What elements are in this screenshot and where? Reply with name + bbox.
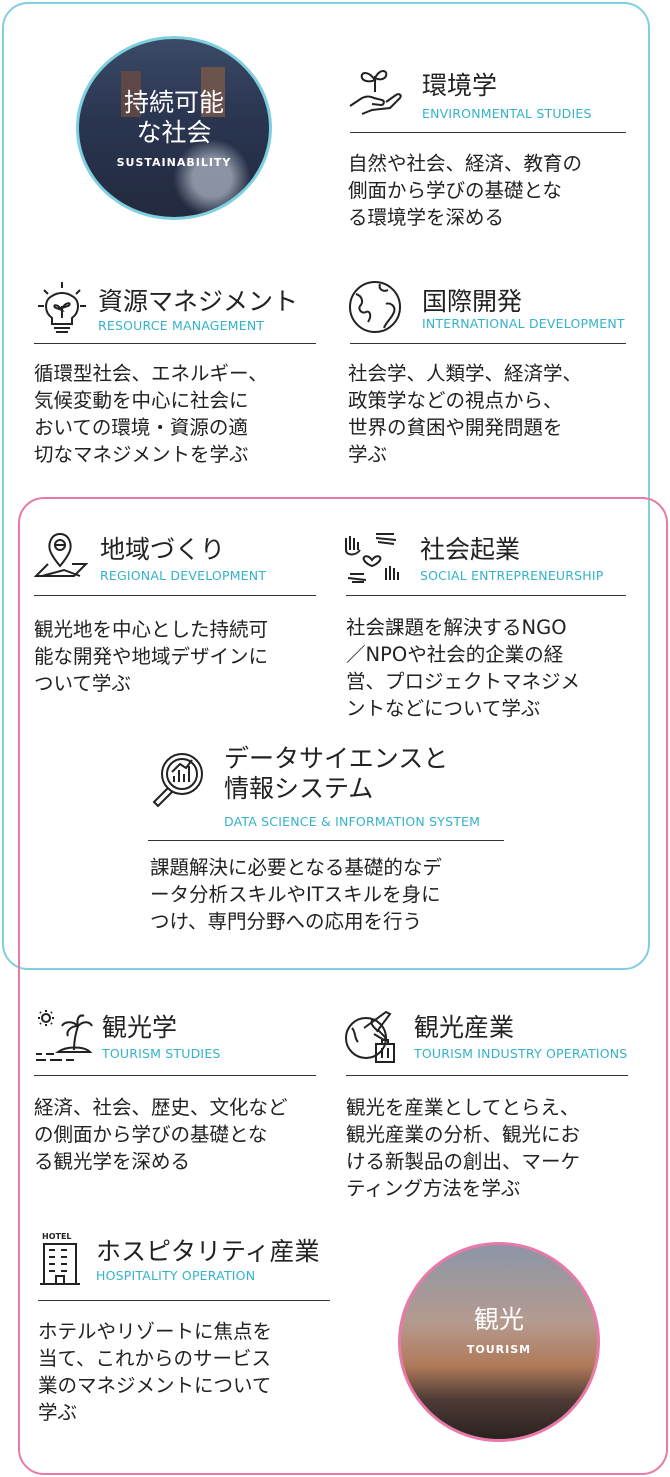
hotel-sign-text: HOTEL [42, 1232, 72, 1241]
resource-title: 資源マネジメント [98, 287, 299, 316]
tourism-industry-title: 観光産業 [414, 1013, 515, 1042]
palm-island-icon [36, 1010, 93, 1061]
tourism-industry-description: 観光を産業としてとらえ、 観光産業の分析、観光にお ける新製品の創出、マーケ テ… [346, 1096, 581, 1200]
divider [350, 132, 626, 133]
tourism-title: 観光 [473, 1304, 524, 1334]
field-social: 社会起業 SOCIAL ENTREPRENEURSHIP 社会課題を解決するNG… [342, 530, 642, 730]
tourism-frame [18, 497, 668, 1475]
globe-icon [349, 281, 401, 333]
lightbulb-leaf-icon [38, 282, 86, 333]
divider [148, 840, 504, 841]
divider [34, 343, 316, 344]
tourism-subtitle: TOURISM [466, 1342, 532, 1356]
field-tourism-industry: 観光産業 TOURISM INDUSTRY OPERATIONS 観光を産業とし… [342, 1008, 642, 1208]
divider [346, 595, 626, 596]
divider [350, 343, 626, 344]
tourism-studies-subtitle: TOURISM STUDIES [102, 1046, 221, 1061]
hospitality-subtitle: HOSPITALITY OPERATION [96, 1268, 256, 1283]
environmental-title: 環境学 [422, 71, 498, 100]
divider [346, 1075, 628, 1076]
sustainability-badge: 持続可能 な社会 SUSTAINABILITY [76, 36, 272, 220]
magnifier-chart-icon [152, 753, 203, 808]
sustainability-frame [2, 2, 650, 970]
divider [34, 595, 316, 596]
social-description: 社会課題を解決するNGO ／NPOや社会的企業の経 営、プロジェクトマネジメ ン… [346, 616, 581, 720]
hospitality-description: ホテルやリゾートに焦点を 当て、これからのサービス 業のマネジメントについて 学… [38, 1320, 273, 1424]
tourism-industry-subtitle: TOURISM INDUSTRY OPERATIONS [414, 1046, 628, 1061]
tourism-studies-title: 観光学 [102, 1013, 178, 1042]
tourism-studies-description: 経済、社会、歴史、文化など の側面から学びの基礎とな る観光学を深める [34, 1096, 288, 1173]
resource-subtitle: RESOURCE MANAGEMENT [98, 318, 265, 333]
field-regional: 地域づくり REGIONAL DEVELOPMENT 観光地を中心とした持続可 … [34, 530, 324, 700]
field-hospitality: HOTEL ホスピタリティ産業 HOSPITALITY OPERATION ホテ… [36, 1230, 346, 1430]
hands-heart-icon [345, 533, 399, 583]
regional-description: 観光地を中心とした持続可 能な開発や地域デザインに ついて学ぶ [34, 618, 269, 695]
international-description: 社会学、人類学、経済学、 政策学などの視点から、 世界の貧困や開発問題を 学ぶ [348, 362, 583, 466]
regional-subtitle: REGIONAL DEVELOPMENT [100, 568, 267, 583]
field-environmental: 環境学 ENVIRONMENTAL STUDIES 自然や社会、経済、教育の 側… [346, 62, 636, 242]
data-science-subtitle: DATA SCIENCE & INFORMATION SYSTEM [224, 814, 481, 829]
international-title: 国際開発 [422, 287, 523, 316]
tourism-badge: 観光 TOURISM [398, 1242, 600, 1442]
environmental-description: 自然や社会、経済、教育の 側面から学びの基礎とな る環境学を深める [348, 152, 583, 229]
divider [38, 1300, 330, 1301]
plant-in-hand-icon [349, 70, 402, 115]
field-tourism-studies: 観光学 TOURISM STUDIES 経済、社会、歴史、文化など の側面から学… [34, 1008, 324, 1188]
divider [34, 1075, 316, 1076]
social-subtitle: SOCIAL ENTREPRENEURSHIP [420, 568, 604, 583]
field-resource: 資源マネジメント RESOURCE MANAGEMENT 循環型社会、エネルギー… [34, 278, 324, 478]
map-pin-icon [34, 532, 89, 577]
data-science-title: データサイエンスと 情報システム [224, 744, 449, 803]
resource-description: 循環型社会、エネルギー、 気候変動を中心に社会に おいての環境・資源の適 切なマ… [34, 362, 268, 466]
data-science-description: 課題解決に必要となる基礎的なデ ータ分析スキルやITスキルを身に つけ、専門分野… [150, 856, 442, 933]
social-title: 社会起業 [420, 535, 521, 564]
hospitality-title: ホスピタリティ産業 [96, 1237, 320, 1266]
regional-title: 地域づくり [100, 535, 226, 564]
globe-plane-luggage-icon [345, 1010, 395, 1063]
sustainability-title: 持続可能 な社会 [123, 87, 224, 147]
sustainability-subtitle: SUSTAINABILITY [116, 155, 232, 169]
environmental-subtitle: ENVIRONMENTAL STUDIES [422, 106, 592, 121]
international-subtitle: INTERNATIONAL DEVELOPMENT [422, 316, 625, 331]
field-international: 国際開発 INTERNATIONAL DEVELOPMENT 社会学、人類学、経… [346, 278, 646, 478]
field-data-science: データサイエンスと 情報システム DATA SCIENCE & INFORMAT… [148, 744, 528, 948]
hotel-building-icon: HOTEL [40, 1232, 80, 1285]
